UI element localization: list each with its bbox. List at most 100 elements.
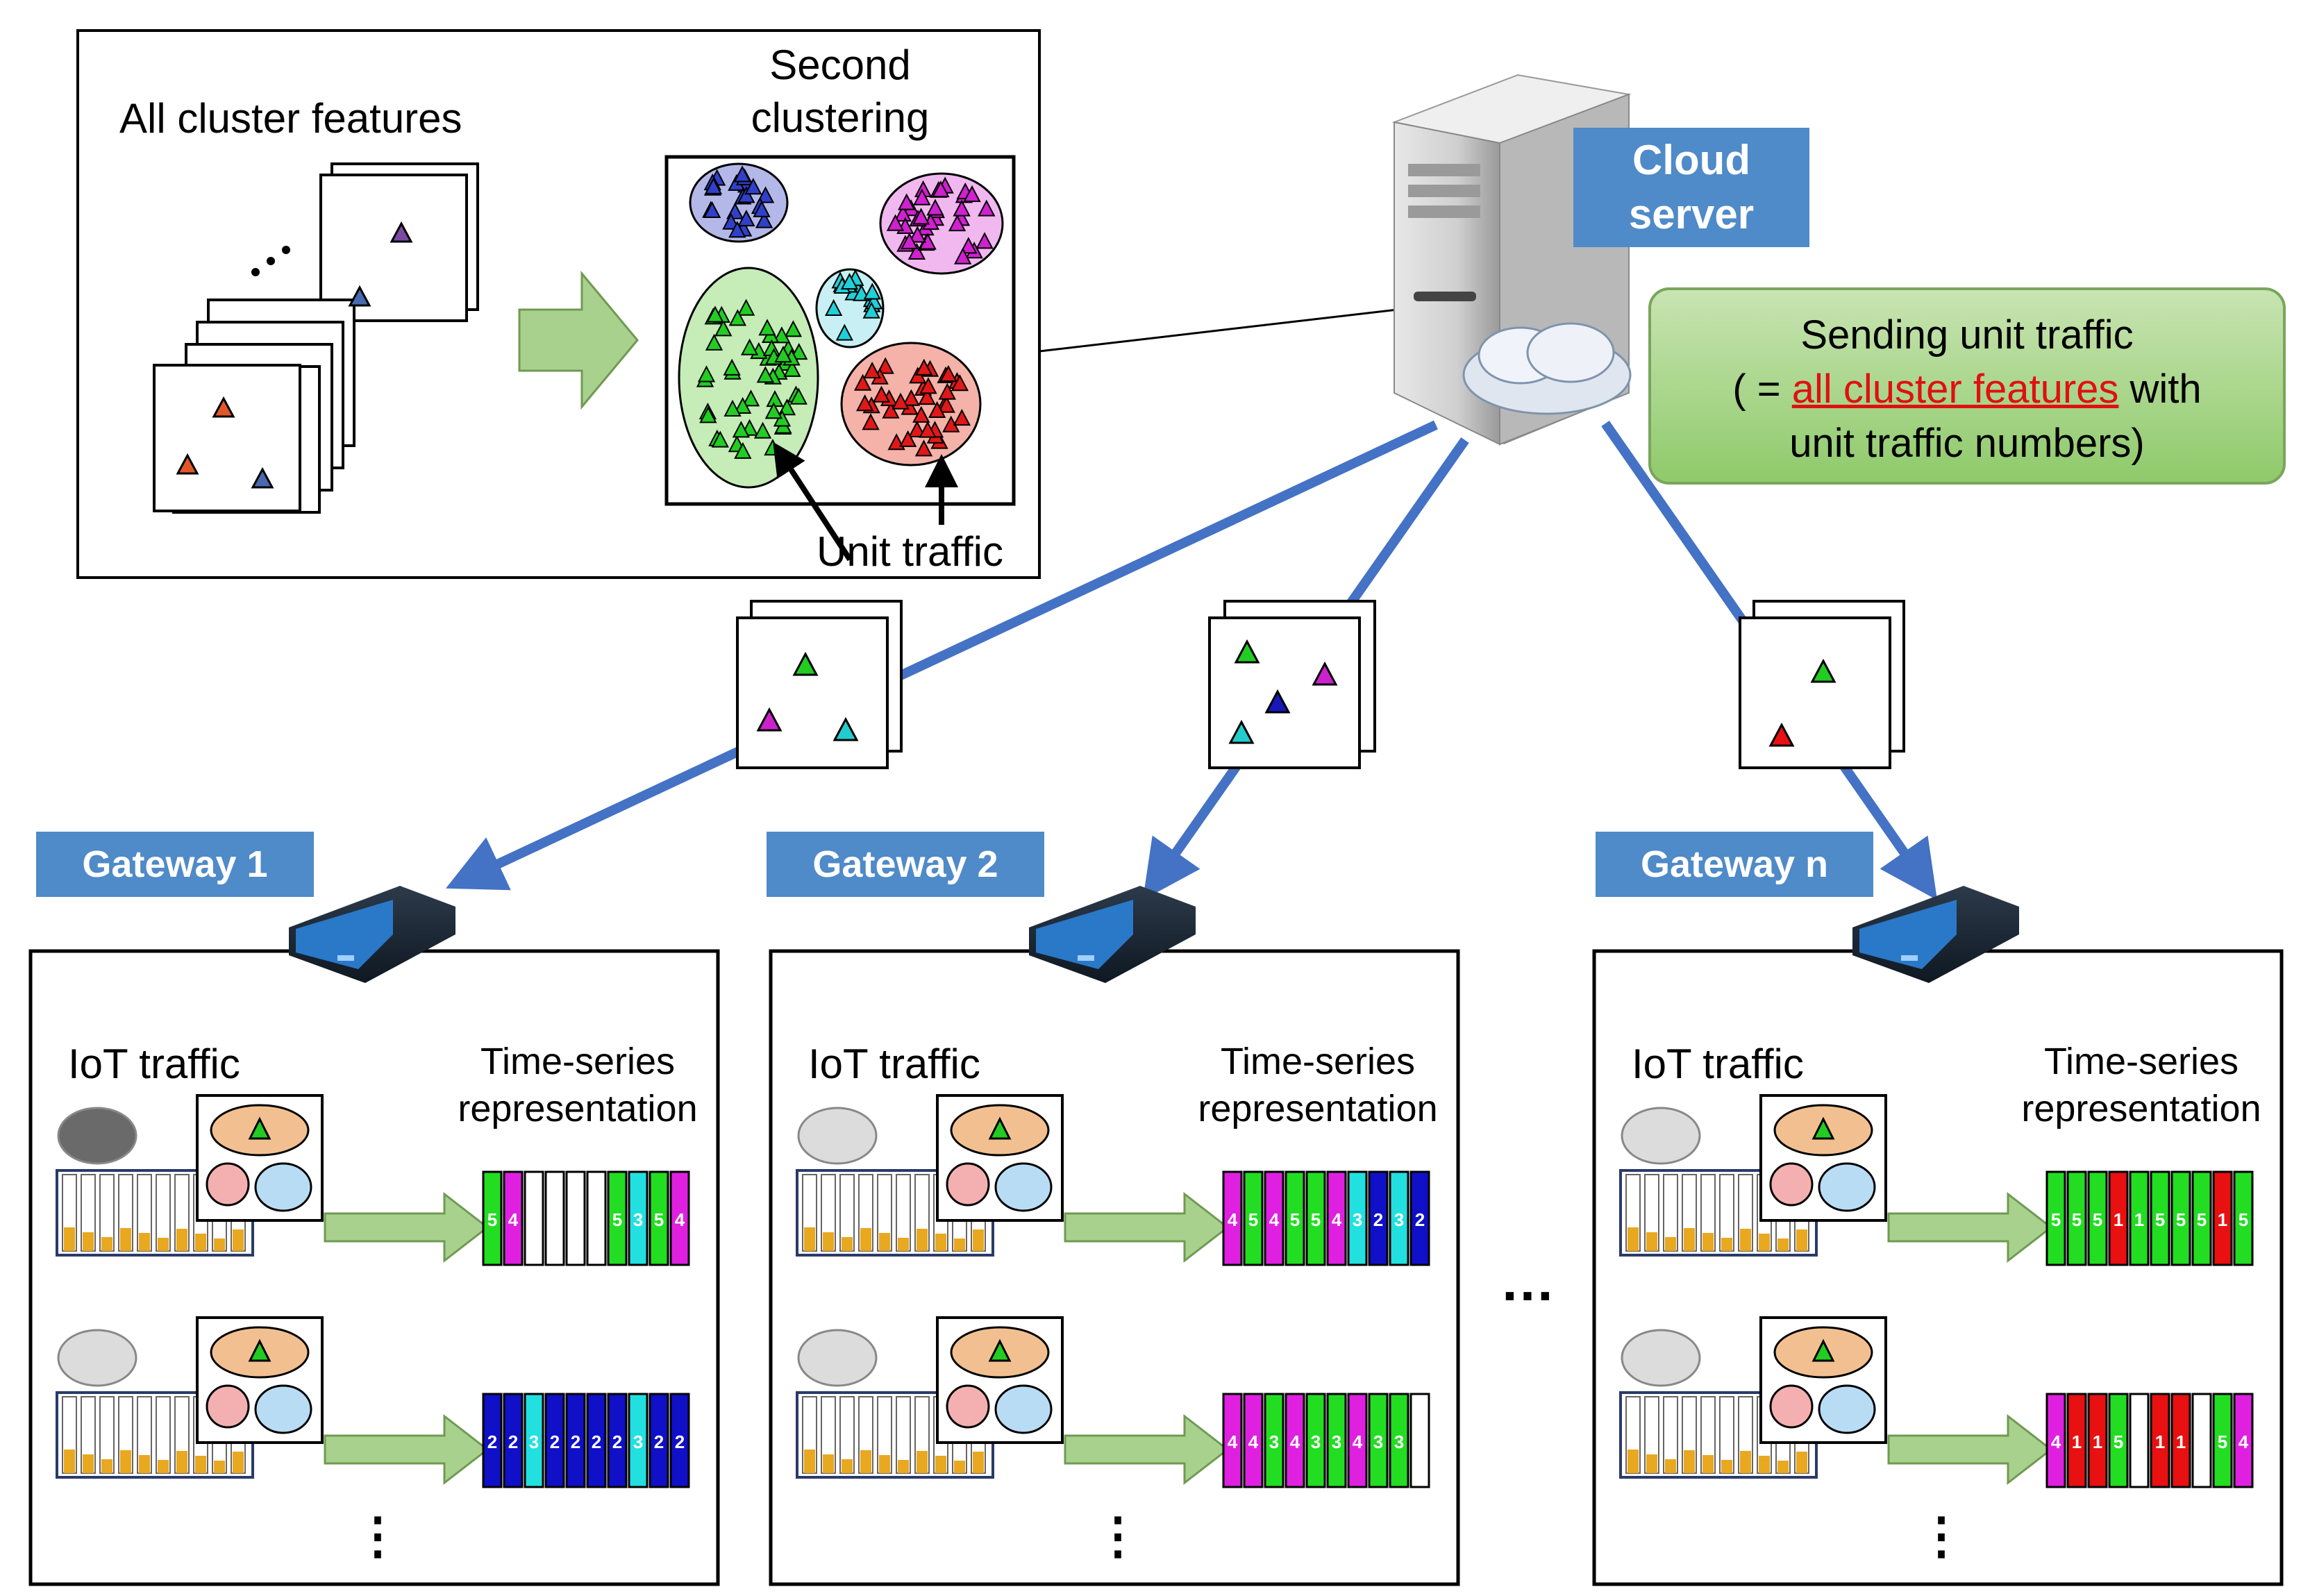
between-gateways-ellipsis: …: [1500, 1250, 1555, 1312]
time-series-cell: [544, 1170, 565, 1266]
cluster-point: [872, 385, 891, 403]
time-series-cell: [2170, 1393, 2191, 1488]
time-series-cell-label: 2: [487, 1431, 497, 1452]
time-series-cell: [1222, 1393, 1243, 1488]
cluster-point: [840, 272, 859, 290]
time-series-cell-label: 2: [612, 1431, 622, 1452]
time-series-cell: [2212, 1393, 2233, 1488]
cluster-point: [783, 360, 801, 377]
router-icon: [1852, 886, 2019, 983]
cluster-point: [908, 420, 926, 437]
time-series-cell: [2150, 1393, 2170, 1488]
cluster-point: [912, 405, 930, 423]
cluster-point: [703, 201, 721, 218]
send-line2-suffix: with: [2118, 367, 2202, 412]
time-series-cell: [2087, 1170, 2108, 1266]
cluster-point: [908, 226, 927, 243]
cluster-point: [753, 200, 771, 217]
iot-traffic-label: IoT traffic: [808, 1041, 980, 1087]
fat-arrow: [1887, 1191, 2053, 1263]
time-series-cell-label: 5: [1311, 1209, 1321, 1230]
time-series-cell-label: 1: [2155, 1431, 2165, 1452]
time-series-cell: [524, 1393, 544, 1488]
time-series-cell: [2108, 1393, 2129, 1488]
cluster-point: [862, 301, 880, 319]
cluster-point: [898, 430, 917, 447]
time-series-cell: [1285, 1393, 1305, 1488]
time-series-cell-label: 3: [1332, 1431, 1341, 1452]
time-series-cell: [586, 1393, 607, 1488]
fat-arrow: [1064, 1191, 1230, 1263]
time-series-cell-label: 4: [2239, 1431, 2249, 1452]
iot-device-icon: [57, 1329, 137, 1387]
cluster-point: [902, 389, 921, 406]
time-series-cell-label: 4: [675, 1209, 685, 1230]
time-series-label-line2: representation: [1198, 1088, 1438, 1129]
cluster-point: [913, 188, 931, 205]
time-series-cell-label: 4: [1332, 1209, 1342, 1230]
cluster-point: [978, 199, 996, 217]
time-series-cell: [2066, 1393, 2087, 1488]
cluster-point: [711, 430, 729, 448]
cluster-point: [863, 361, 881, 379]
cluster-point: [728, 309, 747, 326]
time-series-cell: [2108, 1170, 2129, 1266]
gateway-badge: Gateway n: [1596, 832, 1873, 897]
time-series-cell: [2191, 1170, 2212, 1266]
time-series-cell: [1243, 1170, 1264, 1266]
time-series-cell: [1243, 1393, 1264, 1488]
time-series-cell-label: 4: [508, 1209, 519, 1230]
cloud-label-line2: server: [1628, 191, 1755, 237]
cloud-server-badge: Cloud server: [1573, 128, 1809, 247]
time-series-label-line2: representation: [2021, 1088, 2261, 1129]
iot-device-icon: [1621, 1329, 1701, 1387]
cluster-point: [919, 377, 937, 394]
time-series-cell: [2129, 1393, 2150, 1488]
cluster-point: [723, 399, 742, 417]
time-series-cell-label: 5: [612, 1209, 622, 1230]
time-series-cell-label: 3: [1394, 1209, 1404, 1230]
time-series-cell: [544, 1393, 565, 1488]
cluster-point: [784, 320, 803, 337]
cluster-point: [714, 319, 733, 337]
cluster-point: [892, 392, 910, 410]
cluster-point: [699, 406, 717, 423]
time-series-cell: [1389, 1170, 1409, 1266]
cluster-point: [773, 326, 791, 344]
time-series-cell-label: 3: [633, 1209, 643, 1230]
cluster-point: [734, 396, 752, 414]
time-series-cell: [2045, 1170, 2066, 1266]
time-series-cell-label: 5: [2072, 1209, 2082, 1230]
cluster-point: [824, 299, 843, 317]
time-series-cell-label: 5: [1248, 1209, 1258, 1230]
time-series-cell-label: 2: [550, 1431, 560, 1452]
time-series-cell: [2191, 1393, 2212, 1488]
cluster-point: [886, 214, 905, 231]
time-series-cell-label: 5: [487, 1209, 497, 1230]
fat-arrow: [324, 1413, 490, 1486]
time-series-cell: [1285, 1170, 1305, 1266]
cluster-point: [722, 212, 740, 230]
time-series-cell: [2212, 1170, 2233, 1266]
cluster-point: [756, 186, 775, 203]
cluster-point: [948, 215, 967, 232]
time-series-cell: [586, 1170, 607, 1266]
second-clustering-label: Second clustering: [715, 39, 965, 144]
time-series-cell: [607, 1170, 628, 1266]
cluster-point: [758, 319, 776, 336]
cluster-point: [737, 209, 755, 227]
unit-traffic-label: Unit traffic: [817, 528, 1003, 575]
time-series-cell: [1368, 1393, 1389, 1488]
time-series-cell-label: 1: [2093, 1431, 2102, 1452]
cluster-point: [912, 208, 930, 225]
iot-traffic-label: IoT traffic: [68, 1041, 240, 1087]
cluster-point: [755, 211, 773, 228]
cluster-point: [960, 237, 978, 254]
cluster-point: [937, 396, 955, 413]
cluster-point: [894, 205, 912, 222]
cluster-point: [835, 324, 853, 341]
time-series-cell-label: 5: [2093, 1209, 2102, 1230]
time-series-cell-label: 3: [1373, 1431, 1383, 1452]
time-series-cell-label: 4: [1269, 1209, 1280, 1230]
